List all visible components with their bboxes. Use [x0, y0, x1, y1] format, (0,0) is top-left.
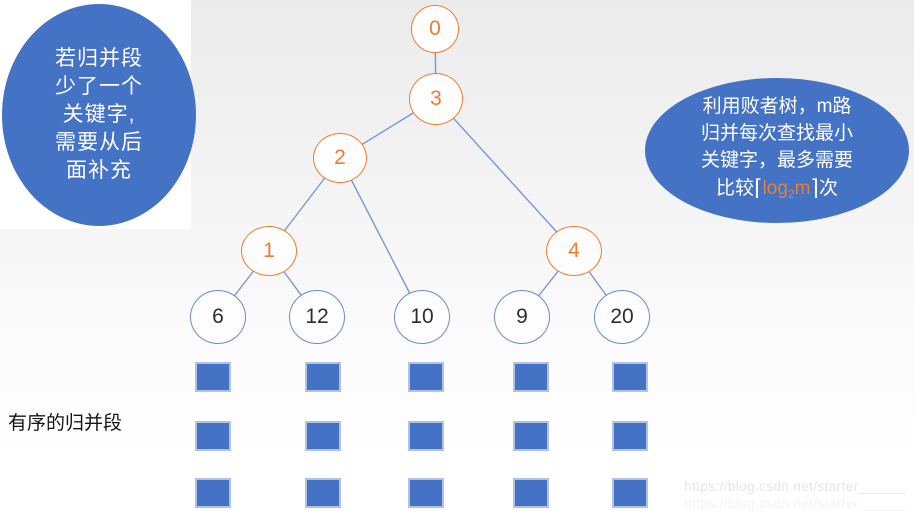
- merge-segment-block: [305, 421, 341, 451]
- merge-segment-block: [513, 421, 549, 451]
- left-callout-text: 若归并段 少了一个 关键字, 需要从后 面补充: [55, 45, 143, 185]
- tree-node-4: 4: [546, 226, 602, 276]
- segments-caption: 有序的归并段: [8, 413, 123, 434]
- log-argument: m: [794, 178, 811, 199]
- merge-segment-block: [612, 478, 648, 508]
- tree-leaf-6: 6: [190, 290, 246, 344]
- left-callout-line: 需要从后: [55, 131, 143, 154]
- right-callout-line: 归并每次查找最小: [700, 123, 853, 144]
- tree-node-1: 1: [241, 226, 297, 276]
- watermark-text-echo: https://blog.csdn.net/starter______: [684, 496, 906, 511]
- tree-node-2: 2: [313, 133, 367, 183]
- right-callout-formula-line: 比较⌈log2m⌉次: [701, 174, 853, 208]
- left-callout-line: 关键字,: [62, 103, 136, 126]
- ceiling-open-bracket: ⌈: [753, 175, 763, 200]
- merge-segment-block: [195, 478, 231, 508]
- merge-segment-block: [408, 421, 444, 451]
- tree-node-0: 0: [411, 5, 459, 53]
- tree-node-3: 3: [409, 73, 463, 125]
- watermark-text: https://blog.csdn.net/starter______: [684, 479, 906, 494]
- right-callout-text: 利用败者树，m路 归并每次查找最小 关键字，最多需要 比较⌈log2m⌉次: [701, 93, 853, 208]
- left-callout-line: 若归并段: [55, 47, 143, 70]
- merge-segment-block: [513, 478, 549, 508]
- log-subscript: 2: [787, 187, 795, 201]
- tree-leaf-10: 10: [394, 290, 450, 344]
- watermark: https://blog.csdn.net/starter______ http…: [684, 478, 906, 511]
- merge-segment-block: [195, 362, 231, 392]
- left-callout-line: 面补充: [66, 159, 132, 182]
- merge-segment-block: [305, 362, 341, 392]
- merge-segment-block: [408, 478, 444, 508]
- right-callout-line: 关键字，最多需要: [700, 150, 853, 171]
- merge-segment-block: [305, 478, 341, 508]
- tree-leaf-9: 9: [494, 290, 550, 344]
- right-callout-line: 利用败者树，m路: [702, 96, 852, 117]
- left-callout-ellipse: 若归并段 少了一个 关键字, 需要从后 面补充: [2, 4, 196, 226]
- merge-segment-block: [408, 362, 444, 392]
- formula-suffix: 次: [819, 178, 839, 199]
- merge-segment-block: [612, 362, 648, 392]
- tree-leaf-20: 20: [594, 290, 650, 344]
- formula-prefix: 比较: [715, 178, 754, 199]
- merge-segment-block: [195, 421, 231, 451]
- merge-segment-block: [513, 362, 549, 392]
- tree-leaf-12: 12: [289, 290, 345, 344]
- left-callout-line: 少了一个: [55, 75, 143, 98]
- log-base: log: [762, 178, 788, 199]
- merge-segment-block: [612, 421, 648, 451]
- log-formula: log2m: [762, 178, 811, 201]
- ceiling-close-bracket: ⌉: [810, 175, 820, 200]
- right-callout-ellipse: 利用败者树，m路 归并每次查找最小 关键字，最多需要 比较⌈log2m⌉次: [645, 78, 909, 223]
